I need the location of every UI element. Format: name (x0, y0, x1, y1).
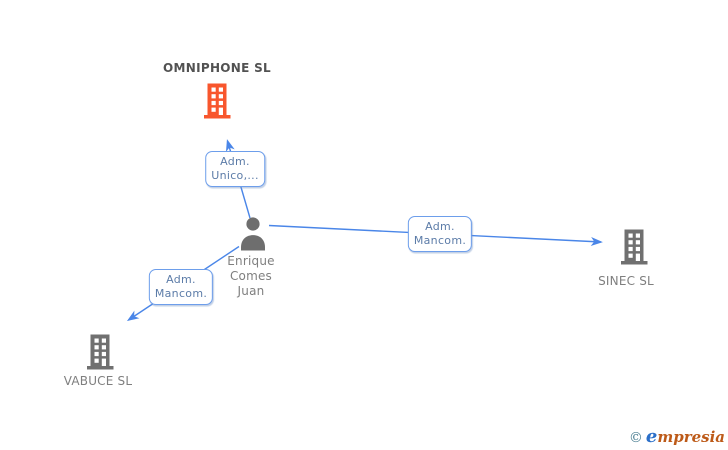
node-person[interactable]: Enrique Comes Juan (211, 216, 291, 301)
person-name-line: Enrique (227, 254, 275, 268)
building-icon (85, 334, 115, 370)
person-icon (238, 216, 268, 251)
empresia-logo[interactable]: ©empresia (629, 426, 725, 447)
person-name-line: Comes (229, 269, 273, 283)
edge-label-adm-mancom-vabuce: Adm. Mancom. (148, 269, 214, 305)
person-name-line: Juan (237, 284, 265, 298)
edge-label-line: Unico,... (211, 169, 259, 182)
copyright-icon: © (628, 430, 643, 446)
edge-label-line: Adm. (425, 220, 455, 233)
edge-label-line: Mancom. (413, 234, 467, 247)
edge-label-line: Adm. (166, 273, 196, 286)
brand-name: mpresia (657, 428, 725, 446)
edge-label-adm-unico: Adm. Unico,... (205, 151, 265, 187)
brand-initial: e (645, 426, 658, 447)
company-name-vabuce: VABUCE SL (63, 374, 133, 388)
company-name-omniphone: OMNIPHONE SL (163, 61, 271, 75)
company-name-sinec: SINEC SL (598, 274, 654, 288)
node-vabuce[interactable]: VABUCE SL (61, 334, 135, 390)
edge-label-line: Adm. (220, 155, 250, 168)
building-icon (202, 83, 232, 119)
edge-label-adm-mancom-sinec: Adm. Mancom. (407, 216, 473, 252)
edge-label-line: Mancom. (154, 287, 208, 300)
building-icon (619, 229, 649, 265)
node-omniphone[interactable]: OMNIPHONE SL (160, 61, 274, 123)
node-sinec[interactable]: SINEC SL (589, 229, 663, 288)
person-name: Enrique Comes Juan (211, 254, 291, 299)
